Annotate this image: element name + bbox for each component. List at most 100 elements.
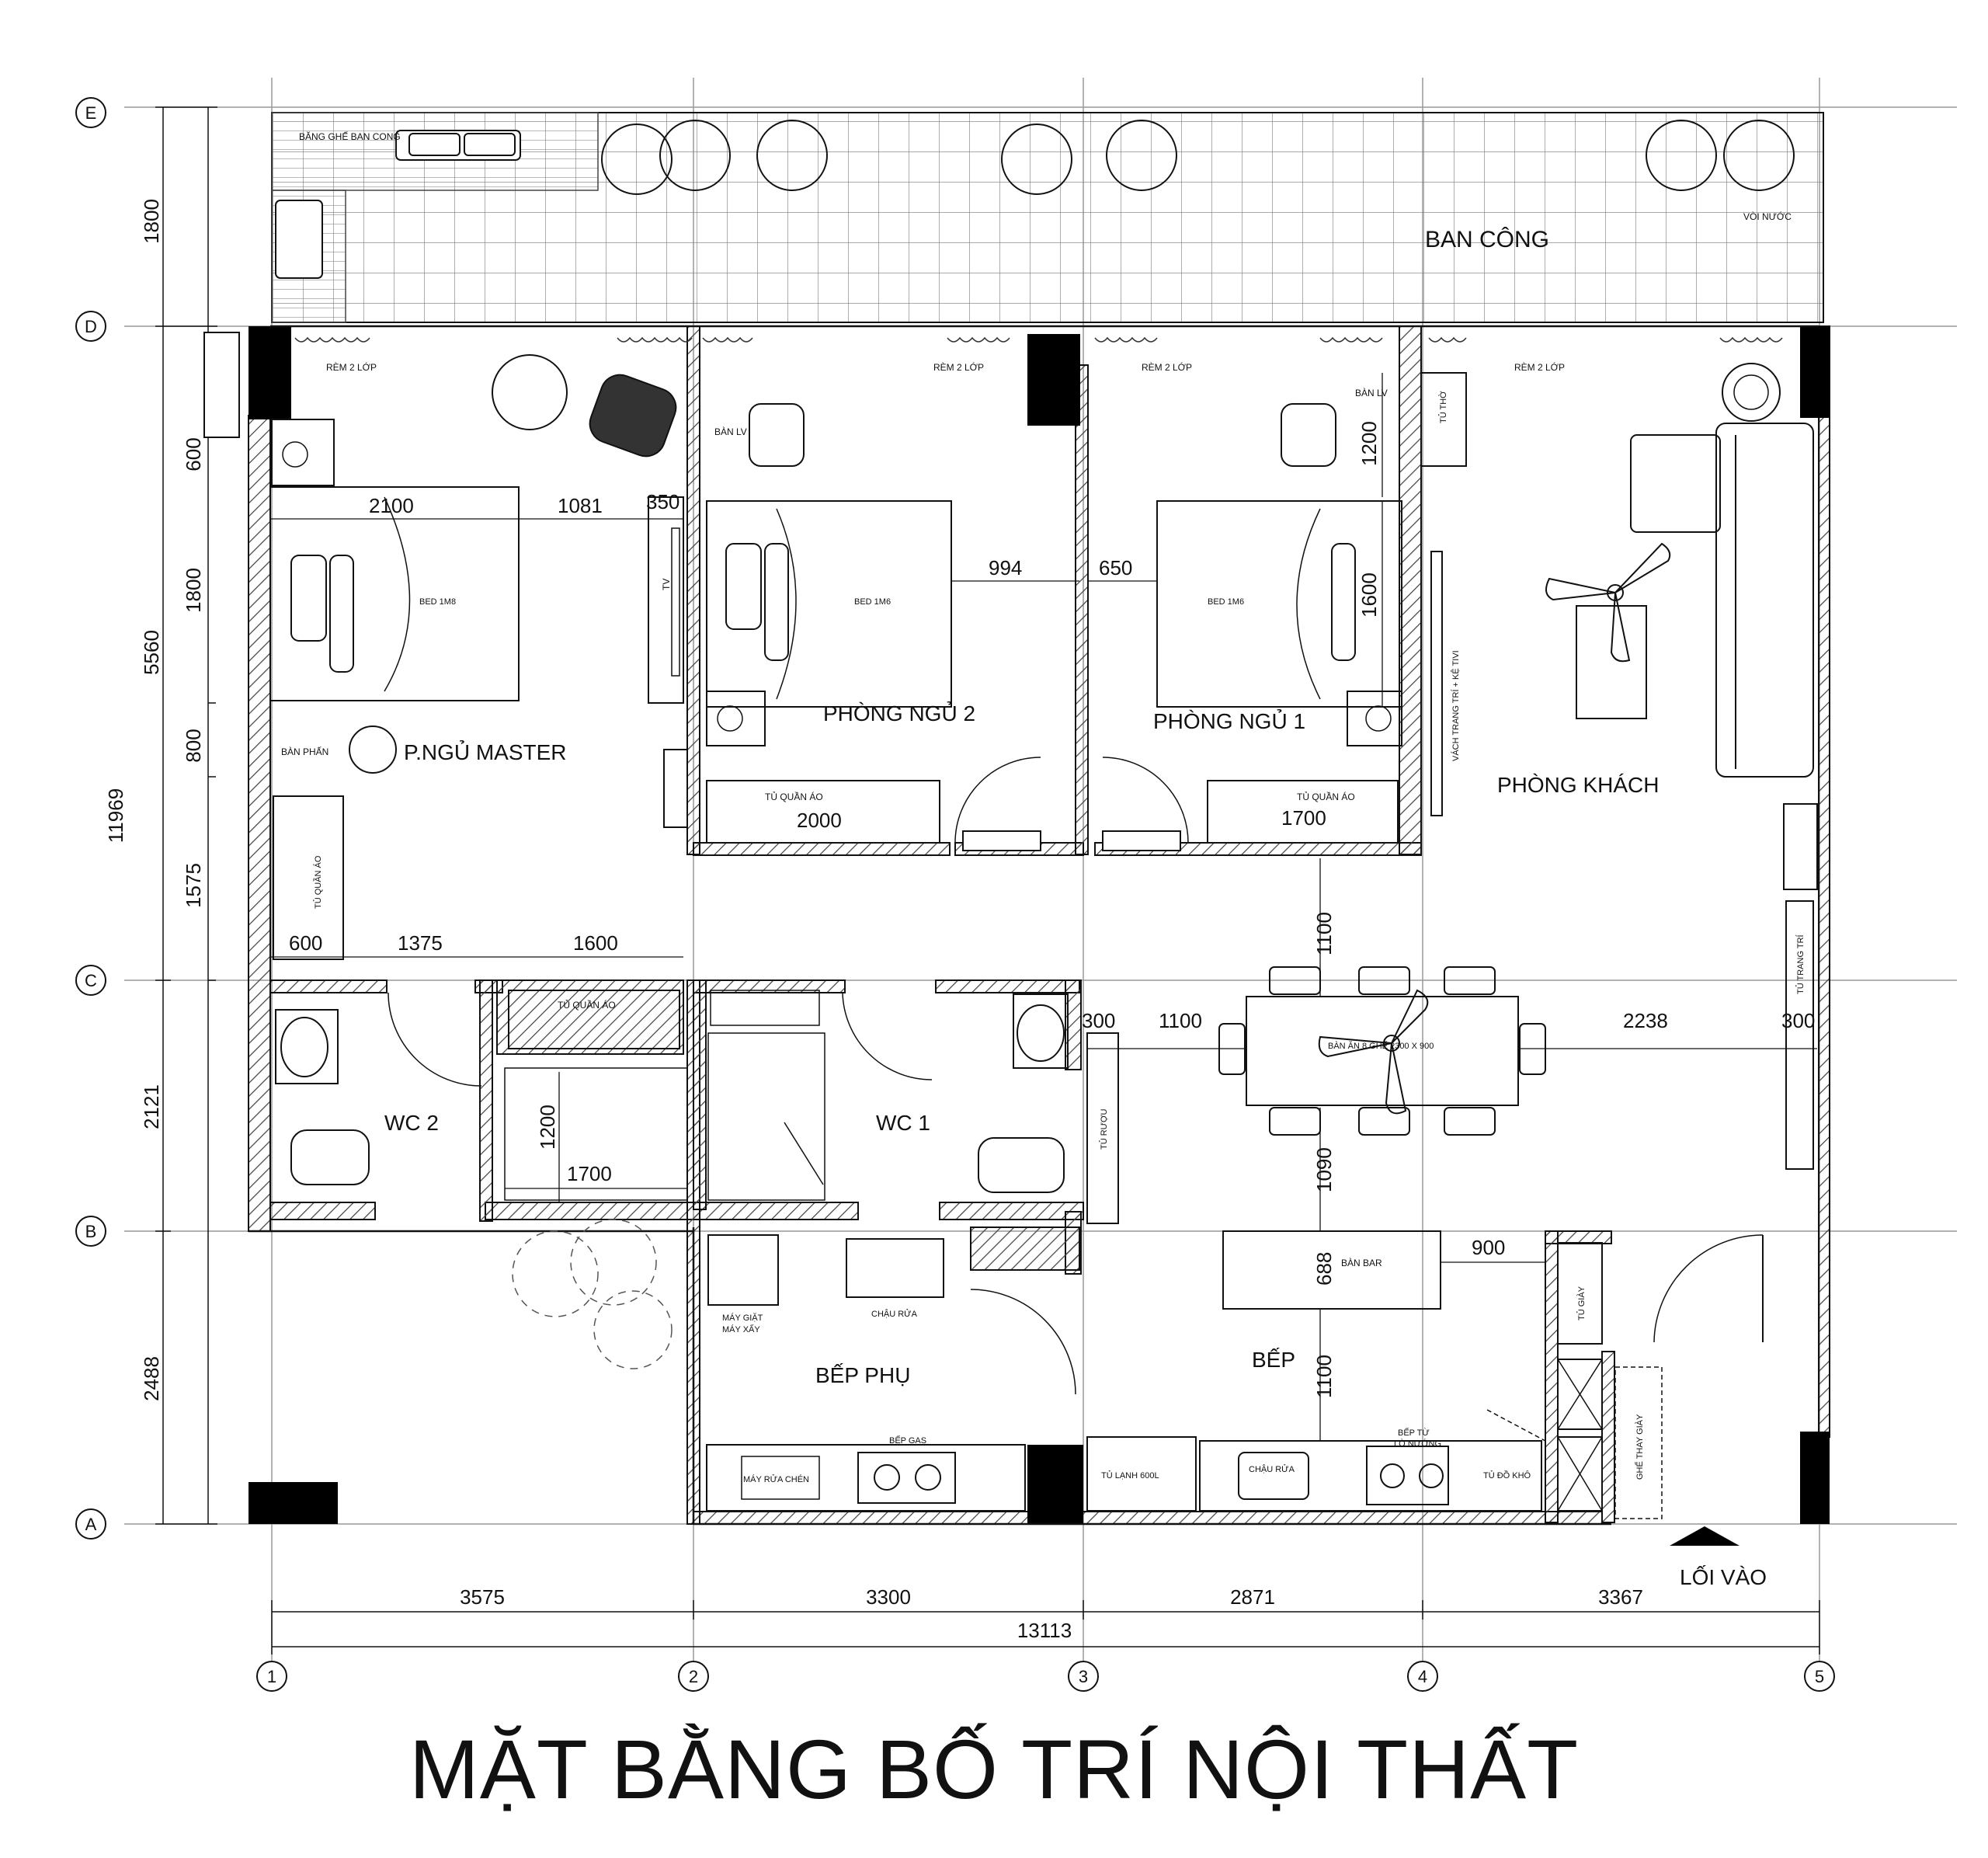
living-room: TỦ THỜ VÁCH TRANG TRÍ + KỆ TIVI PHÒNG KH… — [1420, 363, 1818, 1170]
dimension-lines-bottom — [271, 1600, 1820, 1654]
interior-dim-lines — [270, 373, 1817, 1441]
sofa — [1630, 423, 1814, 778]
curtain-label-bed1: RÈM 2 LỚP — [1142, 361, 1192, 373]
dim-left-outer-2: 5560 — [140, 630, 163, 675]
dim-left-outer-3: 2121 — [140, 1084, 163, 1129]
utility-counter — [706, 1444, 1026, 1512]
kitchen: BÀN BAR BẾP TỦ LẠNH 600L CHẬU RỬA BẾP TỪ… — [1086, 1230, 1546, 1512]
grid-bubble-5: 5 — [1804, 1661, 1835, 1692]
master-wardrobe — [273, 795, 344, 960]
grid-label-A: A — [85, 1515, 97, 1534]
dim-bar-900: 900 — [1472, 1236, 1505, 1259]
grid-label-C: C — [85, 971, 97, 990]
dim-master-bed: 2100 — [369, 494, 414, 517]
door-swing — [1102, 757, 1189, 844]
dim-bottom-1: 3575 — [460, 1585, 505, 1609]
bed2-desk-label: BÀN LV — [714, 426, 747, 437]
utility-sink-label: CHẬU RỬA — [871, 1309, 918, 1319]
dim-dining-300-r: 300 — [1781, 1009, 1815, 1032]
dim-dining-2238: 2238 — [1623, 1009, 1668, 1032]
wc-2: WC 2 TỦ QUẦN ÁO — [275, 990, 688, 1201]
grid-bubble-4: 4 — [1407, 1661, 1438, 1692]
induction-hob — [1366, 1446, 1449, 1505]
column — [248, 326, 291, 419]
ac-unit — [1102, 830, 1181, 851]
grid-label-3: 3 — [1079, 1667, 1088, 1686]
dim-left-inner-1: 600 — [182, 437, 205, 471]
grid-bubble-C: C — [75, 965, 106, 996]
dim-hall-1600: 1600 — [573, 931, 618, 955]
shoe-cabinet — [1557, 1242, 1603, 1345]
entrance-label: LỐI VÀO — [1680, 1564, 1767, 1589]
structural-columns — [248, 326, 1830, 1524]
bed1-bed-label: BED 1M6 — [1208, 597, 1244, 607]
gas-stove-label: BẾP GAS — [889, 1435, 926, 1446]
wine-cabinet — [1086, 1032, 1119, 1224]
lamp-icon — [282, 441, 308, 468]
dry-storage-label: TỦ ĐỒ KHÔ — [1483, 1470, 1531, 1480]
dim-bed1-desk: 1200 — [1357, 421, 1381, 466]
room-label-wc2: WC 2 — [384, 1111, 439, 1135]
fridge-label: TỦ LẠNH 600L — [1101, 1470, 1159, 1480]
wc-1: WC 1 — [707, 990, 1069, 1201]
kitchen-counter — [1199, 1440, 1542, 1512]
bedroom-2: BED 1M6 BÀN LV TỦ QUẦN ÁO PHÒNG NGỦ 2 — [663, 403, 1041, 851]
plan-title: MẶT BẰNG BỐ TRÍ NỘI THẤT — [408, 1722, 1580, 1816]
dim-left-inner-4: 1575 — [182, 863, 205, 908]
grid-bubble-D: D — [75, 311, 106, 342]
dim-hall-600: 600 — [289, 931, 322, 955]
balcony-bench — [275, 130, 521, 279]
shower-area — [707, 1032, 825, 1201]
armchair-icon — [589, 374, 677, 458]
dim-wardrobe1: 1700 — [1281, 806, 1326, 830]
entrance-arrow-icon — [1670, 1526, 1740, 1546]
dining-table — [1246, 996, 1519, 1106]
ceiling-fan-icon — [1318, 989, 1429, 1115]
dim-bed2-gap: 994 — [989, 556, 1022, 579]
ac-unit — [663, 749, 688, 828]
wine-cabinet-label: TỦ RƯỢU — [1099, 1109, 1109, 1150]
grid-bubbles-rows: E D C B A — [75, 97, 106, 1540]
tv-partition — [1430, 551, 1443, 816]
curtain-label-bed2: RÈM 2 LỚP — [933, 361, 984, 373]
dim-master-tv: 350 — [646, 490, 679, 513]
wall-outlines — [248, 325, 1819, 1526]
sink — [1238, 1452, 1309, 1500]
bed2-wardrobe-label: TỦ QUẦN ÁO — [765, 791, 823, 802]
corridor-wardrobe-label: TỦ QUẦN ÁO — [558, 999, 616, 1011]
bed1-wardrobe — [1207, 780, 1399, 844]
door-swing — [954, 757, 1041, 844]
dim-bottom-2: 3300 — [866, 1585, 911, 1609]
grid-label-E: E — [85, 103, 97, 123]
gas-stove — [857, 1452, 956, 1504]
dim-left-inner-2: 1800 — [182, 568, 205, 613]
master-bed — [269, 486, 520, 701]
master-bedroom: BED 1M8 TV BÀN PHẤN TỦ QUẦN ÁO P.NGỦ MAS… — [203, 332, 684, 960]
tv-unit — [648, 496, 684, 704]
master-bed-label: BED 1M8 — [419, 597, 456, 607]
grid-label-5: 5 — [1815, 1667, 1824, 1686]
grid-bubble-B: B — [75, 1216, 106, 1247]
bed2-bed-label: BED 1M6 — [854, 597, 891, 607]
deco-cabinet — [1785, 900, 1814, 1170]
column — [248, 1482, 338, 1524]
entrance-door-swing — [1653, 1234, 1764, 1343]
dryer-label: MÁY XẤY — [722, 1324, 760, 1334]
grid-bubble-1: 1 — [256, 1661, 287, 1692]
garden-plant-icon — [512, 1219, 673, 1369]
bed2-bed — [706, 500, 952, 708]
oven-label: LÒ NƯỚNG — [1394, 1439, 1441, 1449]
corridor-wardrobe — [508, 990, 680, 1049]
dim-dining-1100-h: 1100 — [1159, 1009, 1202, 1032]
side-table — [1722, 363, 1781, 422]
bed2-wardrobe — [706, 780, 940, 844]
chair-icon — [749, 403, 805, 467]
ac-unit — [962, 830, 1041, 851]
grid-label-4: 4 — [1418, 1667, 1427, 1686]
door-swing — [388, 992, 482, 1087]
altar-cabinet — [1420, 372, 1467, 467]
shoe-bench — [1614, 1366, 1663, 1519]
dim-bath-1200: 1200 — [536, 1105, 559, 1150]
induction-label: BẾP TỪ — [1398, 1428, 1430, 1438]
bed1-wardrobe-label: TỦ QUẦN ÁO — [1297, 791, 1355, 802]
